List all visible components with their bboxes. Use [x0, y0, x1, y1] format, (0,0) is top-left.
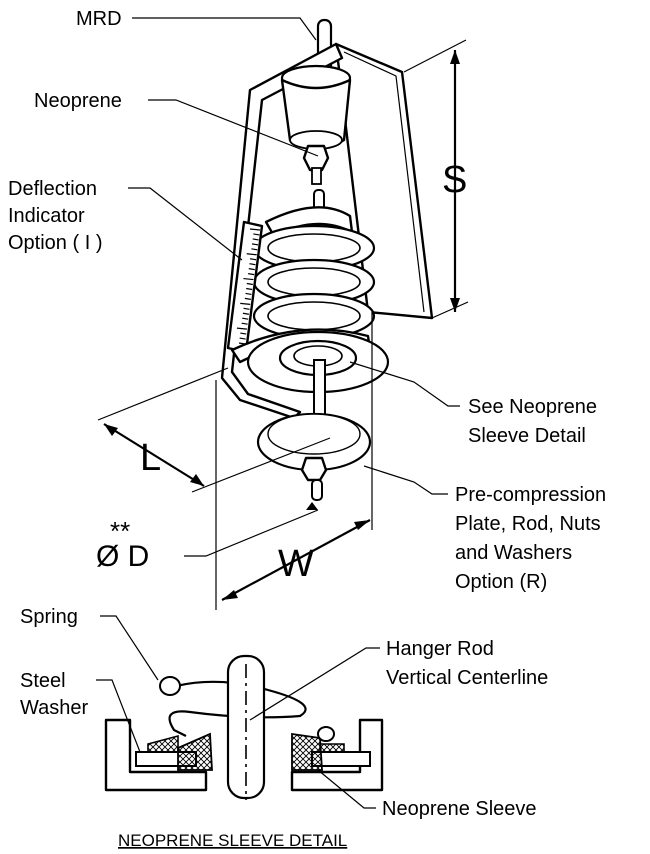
- label-steel-2: Washer: [20, 697, 89, 719]
- label-steel-1: Steel: [20, 670, 66, 692]
- label-precomp-2: Plate, Rod, Nuts: [455, 513, 601, 535]
- dimension-lines: [97, 39, 469, 610]
- sleeve-detail: [96, 615, 384, 809]
- label-precomp-1: Pre-compression: [455, 484, 606, 506]
- label-hanger-2: Vertical Centerline: [386, 667, 548, 689]
- scale-tick: [243, 277, 254, 281]
- dim-s-label: S: [442, 159, 467, 201]
- dim-d-label: Ø D: [96, 540, 149, 573]
- detail-caption: NEOPRENE SLEEVE DETAIL: [118, 831, 347, 850]
- neoprene-sleeve-right: [291, 732, 323, 771]
- scale-tick: [248, 268, 255, 271]
- top-neoprene-cup: [280, 64, 352, 185]
- scale-tick: [236, 327, 248, 330]
- scale-tick: [245, 292, 252, 296]
- frame-front: [220, 42, 344, 420]
- scale-tick: [252, 238, 259, 241]
- label-neoprene-sleeve: Neoprene Sleeve: [382, 798, 537, 820]
- scale-tick: [242, 317, 249, 320]
- neoprene-sleeve-left: [177, 732, 213, 771]
- label-deflection-2: Indicator: [8, 205, 85, 227]
- scale-tick: [251, 248, 258, 251]
- scale-tick: [244, 297, 251, 300]
- scale-tick: [249, 228, 261, 231]
- scale-tick: [246, 253, 257, 256]
- label-hanger-1: Hanger Rod: [386, 638, 494, 660]
- dim-d-note: **: [110, 516, 130, 546]
- label-deflection-1: Deflection: [8, 178, 97, 200]
- scale-tick: [246, 282, 253, 286]
- label-precomp-3: and Washers: [455, 542, 572, 564]
- scale-tick: [253, 233, 260, 236]
- label-precomp-4: Option (R): [455, 571, 547, 593]
- dim-w-label: W: [278, 543, 314, 585]
- scale-tick: [249, 258, 257, 261]
- scale-tick: [249, 263, 256, 266]
- leader-lines: [128, 17, 460, 557]
- scale-tick: [248, 273, 255, 276]
- pre-compression-plate: [256, 412, 372, 501]
- scale-tick: [246, 287, 253, 291]
- scale-tick: [251, 243, 259, 246]
- labels: MRD Neoprene Deflection Indicator Option…: [8, 8, 606, 850]
- spring: [252, 224, 376, 340]
- scale-tick: [241, 322, 248, 325]
- scale-tick: [240, 332, 247, 335]
- scale-tick: [239, 337, 246, 340]
- hanger-assembly: [220, 18, 434, 501]
- scale-tick: [240, 302, 251, 305]
- label-neoprene: Neoprene: [34, 90, 122, 112]
- label-deflection-3: Option ( I ): [8, 232, 102, 254]
- label-sleeve-1: See Neoprene: [468, 396, 597, 418]
- label-mrd: MRD: [76, 8, 122, 30]
- scale-tick: [243, 307, 250, 310]
- label-spring: Spring: [20, 606, 78, 628]
- scale-tick: [242, 312, 250, 315]
- label-sleeve-2: Sleeve Detail: [468, 425, 586, 447]
- dim-l-label: L: [140, 437, 161, 479]
